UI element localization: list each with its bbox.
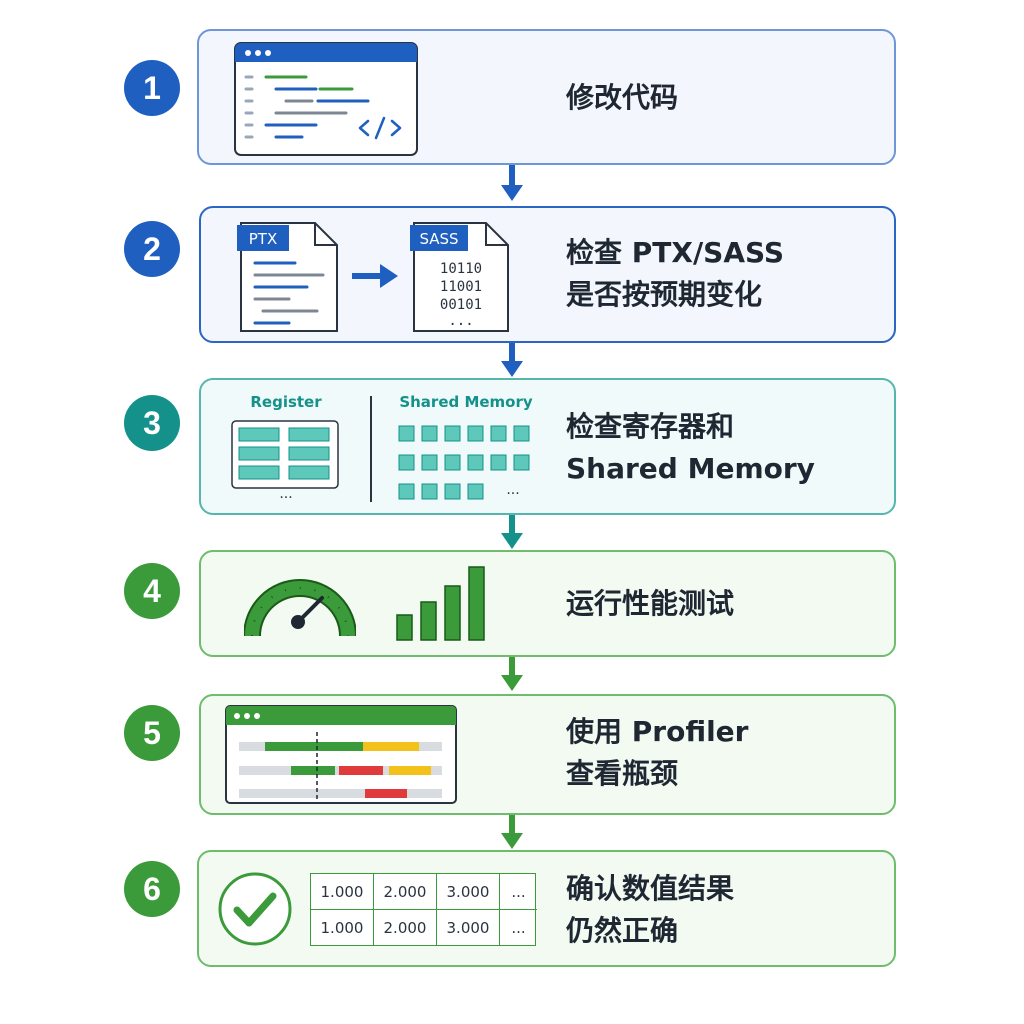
shared-memory-label: Shared Memory [399,393,533,411]
step-6-line-1: 确认数值结果 [566,872,735,905]
step-3-line-1: 检查寄存器和 [566,410,735,443]
divider [370,396,372,502]
table-cell: 2.000 [374,874,437,910]
table-cell: ... [511,919,526,937]
profiler-window-icon [225,705,457,804]
step-3-text: 检查寄存器和 Shared Memory [566,406,815,490]
register-label: Register [250,393,322,411]
binary-line-3: 00101 [440,297,482,313]
step-1-badge: 1 [124,60,180,116]
step-6-card [197,850,896,967]
step-2-text: 检查 PTX/SASS 是否按预期变化 [566,232,784,316]
step-5-text: 使用 Profiler 查看瓶颈 [566,711,748,795]
arrow-down-icon [501,657,523,691]
binary-line-1: 10110 [440,261,482,277]
step-1-text: 修改代码 [566,77,678,119]
step-1-line-1: 修改代码 [566,81,679,114]
step-3-badge: 3 [124,395,180,451]
arrow-down-icon [501,343,523,377]
step-2-badge: 2 [124,221,180,277]
speedometer-icon [244,579,356,637]
step-4-badge: 4 [124,563,180,619]
sass-label: SASS [419,230,458,248]
table-cell: 3.000 [437,910,500,946]
sass-file-icon: SASS 10110 11001 00101 ... [410,222,509,332]
arrow-right-icon [352,264,398,288]
arrow-down-icon [501,815,523,849]
register-ellipsis: ... [279,486,293,502]
step-5-badge: 5 [124,705,180,761]
table-cell: ... [500,874,537,910]
table-cell: 1.000 [311,874,374,910]
step-6-badge: 6 [124,861,180,917]
step-2-line-2: 是否按预期变化 [566,278,763,311]
shared-memory-grid [398,425,530,500]
ptx-file-icon: PTX [237,222,338,332]
table-cell: 2.000 [374,910,437,946]
ptx-label: PTX [249,230,277,248]
step-5-line-2: 查看瓶颈 [566,757,679,790]
code-editor-icon [234,42,418,156]
step-2-line-1: 检查 PTX/SASS [566,236,785,269]
step-5-line-1: 使用 Profiler [566,715,749,748]
step-3-line-2: Shared Memory [566,452,815,485]
binary-line-4: ... [448,313,473,329]
bar-chart-icon [396,566,485,641]
step-6-line-2: 仍然正确 [566,914,679,947]
step-4-text: 运行性能测试 [566,583,734,625]
table-cell: 1.000 [311,910,374,946]
arrow-down-icon [501,515,523,549]
binary-line-2: 11001 [440,279,482,295]
checkmark-circle-icon [218,872,292,946]
table-cell: 3.000 [437,874,500,910]
shared-memory-ellipsis: ... [506,482,520,498]
arrow-down-icon [501,165,523,201]
register-grid [231,420,339,489]
step-6-text: 确认数值结果 仍然正确 [566,868,734,952]
result-table: 1.000 2.000 3.000 ... 1.000 2.000 3.000 … [310,873,537,946]
step-4-line-1: 运行性能测试 [566,587,735,620]
